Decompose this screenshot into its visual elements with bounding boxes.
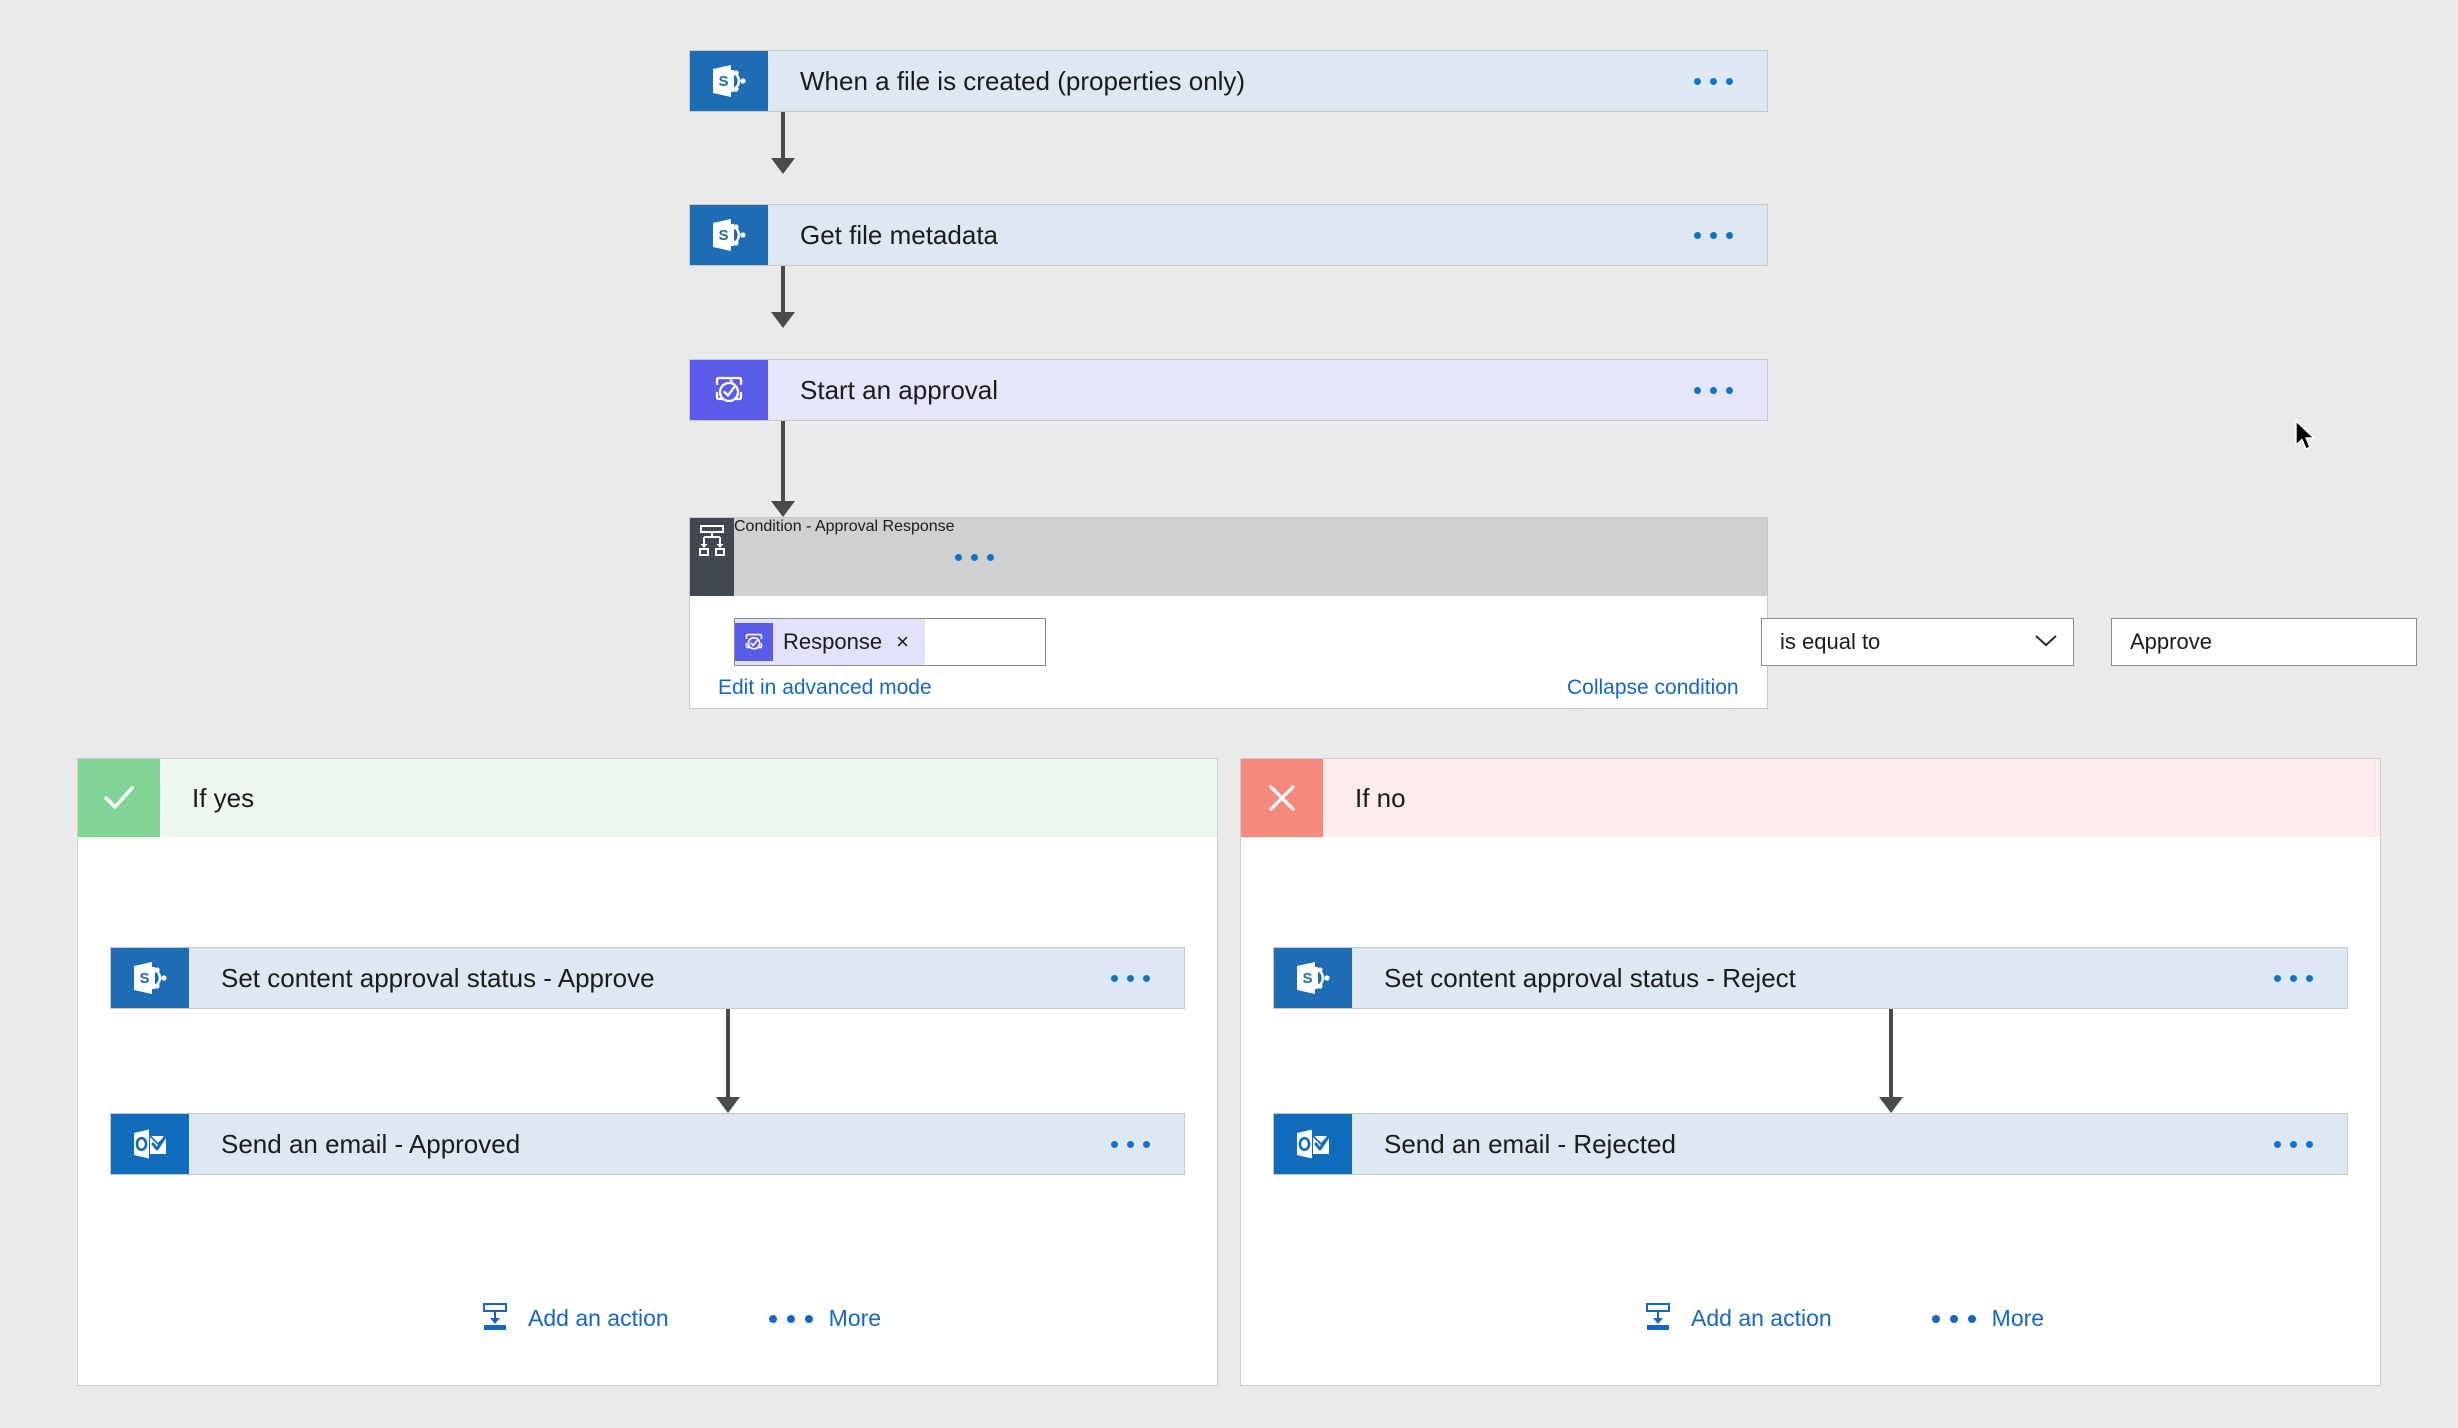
- flow-card-trigger[interactable]: S When a file is created (properties onl…: [689, 50, 1768, 112]
- approvals-icon: [735, 623, 773, 661]
- card-title: Condition - Approval Response: [734, 518, 955, 535]
- add-an-action-label: Add an action: [1691, 1305, 1832, 1331]
- condition-branch-icon: [690, 518, 734, 596]
- close-icon[interactable]: ×: [896, 629, 909, 654]
- flow-card-send-email-rejected[interactable]: Send an email - Rejected: [1273, 1113, 2348, 1175]
- more-label: More: [828, 1305, 882, 1331]
- condition-header[interactable]: Condition - Approval Response: [690, 518, 1767, 596]
- add-action-icon: [1641, 1299, 1675, 1338]
- operator-value: is equal to: [1780, 629, 1881, 654]
- svg-text:S: S: [719, 227, 729, 244]
- add-action-icon: [478, 1299, 512, 1338]
- flow-card-condition[interactable]: Condition - Approval Response: [689, 517, 2417, 709]
- condition-body: Response × is equal to Approve: [690, 596, 2417, 708]
- flow-card-set-content-approval-approve[interactable]: S Set content approval status - Approve: [110, 947, 1185, 1009]
- approvals-icon: [690, 360, 768, 420]
- close-icon: [1241, 759, 1323, 837]
- more-label: More: [1991, 1305, 2045, 1331]
- flow-card-send-email-approved[interactable]: Send an email - Approved: [110, 1113, 1185, 1175]
- svg-text:S: S: [140, 970, 150, 987]
- ellipsis-icon: [768, 1314, 813, 1323]
- branch-footer-if-yes: Add an action More: [478, 1299, 881, 1338]
- card-overflow-menu[interactable]: [1111, 948, 1184, 1008]
- card-overflow-menu[interactable]: [1694, 205, 1767, 265]
- sharepoint-icon: S: [690, 51, 768, 111]
- dynamic-content-token[interactable]: Response ×: [735, 619, 925, 665]
- chevron-down-icon: [2033, 632, 2059, 653]
- ellipsis-icon: [1931, 1314, 1976, 1323]
- card-title: Get file metadata: [800, 219, 998, 250]
- condition-operator-select[interactable]: is equal to: [1761, 618, 2074, 666]
- add-an-action-button[interactable]: Add an action: [1641, 1299, 1832, 1338]
- condition-left-operand[interactable]: Response ×: [734, 618, 1046, 666]
- connector-arrow: [1874, 1009, 1908, 1113]
- card-title: Start an approval: [800, 374, 999, 405]
- edit-in-advanced-mode-link[interactable]: Edit in advanced mode: [718, 676, 932, 699]
- collapse-condition-link[interactable]: Collapse condition: [1567, 676, 1739, 699]
- add-an-action-button[interactable]: Add an action: [478, 1299, 669, 1338]
- flow-card-start-an-approval[interactable]: Start an approval: [689, 359, 1768, 421]
- more-button[interactable]: More: [768, 1305, 882, 1332]
- mouse-cursor: [2294, 420, 2320, 454]
- sharepoint-icon: S: [111, 948, 189, 1008]
- outlook-icon: [1274, 1114, 1352, 1174]
- card-overflow-menu[interactable]: [1111, 1114, 1184, 1174]
- token-label: Response: [783, 629, 883, 654]
- connector-arrow: [766, 266, 800, 328]
- card-overflow-menu[interactable]: [1694, 51, 1767, 111]
- branch-header-if-yes[interactable]: If yes: [78, 759, 1217, 837]
- branch-if-no: If no S Set content approval status - Re…: [1240, 758, 2381, 1386]
- sharepoint-icon: S: [1274, 948, 1352, 1008]
- connector-arrow: [766, 112, 800, 174]
- card-title: Set content approval status - Approve: [221, 962, 655, 993]
- card-overflow-menu[interactable]: [2274, 948, 2347, 1008]
- outlook-icon: [111, 1114, 189, 1174]
- condition-value-input[interactable]: Approve: [2111, 618, 2417, 666]
- branch-label: If yes: [192, 782, 255, 813]
- branch-header-if-no[interactable]: If no: [1241, 759, 2380, 837]
- card-title: Set content approval status - Reject: [1384, 962, 1796, 993]
- sharepoint-icon: S: [690, 205, 768, 265]
- svg-text:S: S: [1303, 970, 1313, 987]
- card-title: When a file is created (properties only): [800, 65, 1246, 96]
- card-overflow-menu[interactable]: [1694, 360, 1767, 420]
- branch-footer-if-no: Add an action More: [1641, 1299, 2044, 1338]
- card-title: Send an email - Rejected: [1384, 1128, 1676, 1159]
- card-title: Send an email - Approved: [221, 1128, 521, 1159]
- flow-card-set-content-approval-reject[interactable]: S Set content approval status - Reject: [1273, 947, 2348, 1009]
- connector-arrow: [766, 421, 800, 517]
- branch-if-yes: If yes S Set content approval status - A…: [77, 758, 1218, 1386]
- check-icon: [78, 759, 160, 837]
- svg-text:S: S: [719, 73, 729, 90]
- card-overflow-menu[interactable]: [2274, 1114, 2347, 1174]
- more-button[interactable]: More: [1931, 1305, 2045, 1332]
- connector-arrow: [711, 1009, 745, 1113]
- flow-card-get-file-metadata[interactable]: S Get file metadata: [689, 204, 1768, 266]
- card-overflow-menu[interactable]: [954, 518, 1028, 596]
- add-an-action-label: Add an action: [528, 1305, 669, 1331]
- branch-label: If no: [1355, 782, 1406, 813]
